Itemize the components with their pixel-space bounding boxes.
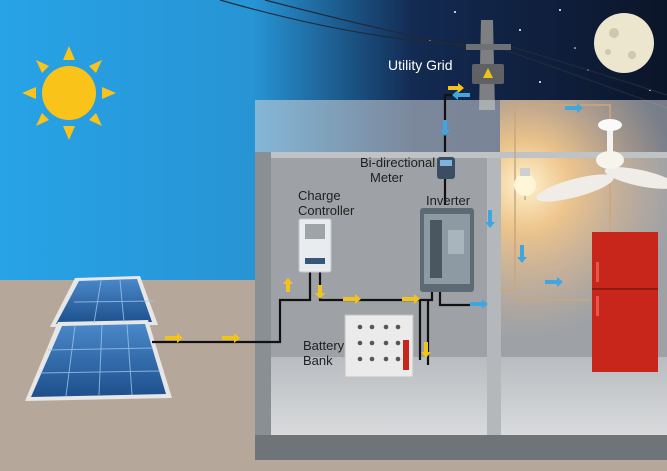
moon-icon: [594, 13, 654, 73]
solar-panel-icon: [25, 276, 172, 401]
utility-grid-label: Utility Grid: [388, 57, 453, 73]
sun-icon: [22, 46, 116, 140]
battery-label-line1: Battery: [303, 338, 345, 353]
dc-flow-arrows: [165, 83, 464, 358]
inverter-label: Inverter: [426, 193, 471, 208]
battery-bank: [344, 314, 414, 378]
meter-label-line1: Bi-directional: [360, 155, 435, 170]
ceiling-fan-icon: [536, 119, 667, 202]
meter-label-line2: Meter: [370, 170, 404, 185]
battery-label-line2: Bank: [303, 353, 333, 368]
ac-flow-arrows: [440, 90, 583, 309]
charge-label-line2: Controller: [298, 203, 355, 218]
refrigerator-icon: [592, 232, 658, 372]
light-bulb-icon: [514, 168, 536, 196]
charge-controller: [298, 218, 332, 273]
inverter: [420, 208, 474, 292]
charge-label-line1: Charge: [298, 188, 341, 203]
utility-pole-icon: [466, 20, 511, 110]
bidirectional-meter: [437, 157, 455, 179]
